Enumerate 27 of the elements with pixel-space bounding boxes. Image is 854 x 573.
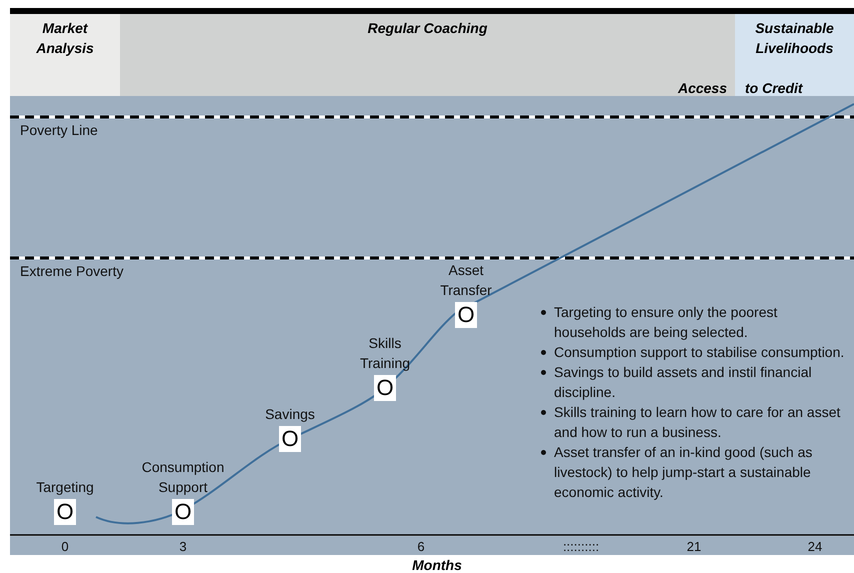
bullet-item: Savings to build assets and instil financial discipline. (554, 364, 812, 400)
phase-label: Access (678, 79, 727, 98)
step-marker: O (54, 499, 76, 525)
tick-label: 21 (686, 538, 702, 556)
bullet-item: Targeting to ensure only the poorest households are being selected. (554, 304, 778, 340)
phase-label: to Credit (745, 79, 803, 98)
axis-title: Months (411, 556, 463, 573)
bullet-item: Asset transfer of an in-kind good (such as livestock) to help jump-start a sustainable economic activity. (554, 444, 812, 500)
tick-label: :::::::::: (562, 538, 600, 556)
zone-label: Poverty Line (20, 121, 98, 140)
step-label: Consumption Support (140, 458, 226, 497)
tick-label: 0 (60, 538, 70, 556)
step-marker: O (279, 426, 301, 452)
tick-label: 24 (806, 538, 824, 556)
phase-band: Market Analysis (10, 14, 120, 96)
step-label: Asset Transfer (439, 261, 493, 300)
bullet-item: Skills training to learn how to care for an asset and how to run a business. (554, 404, 840, 440)
step-marker: O (172, 499, 194, 525)
bullet-item: Consumption support to stabilise consumption. (554, 344, 844, 360)
step-label: Skills Training (358, 334, 412, 373)
step-label: Targeting (35, 478, 95, 497)
step-label: Savings (264, 405, 316, 424)
tick-label: 6 (416, 538, 426, 556)
zone-label: Extreme Poverty (20, 262, 124, 281)
step-marker: O (455, 302, 477, 328)
step-marker: O (374, 375, 396, 401)
tick-label: 3 (178, 538, 188, 556)
